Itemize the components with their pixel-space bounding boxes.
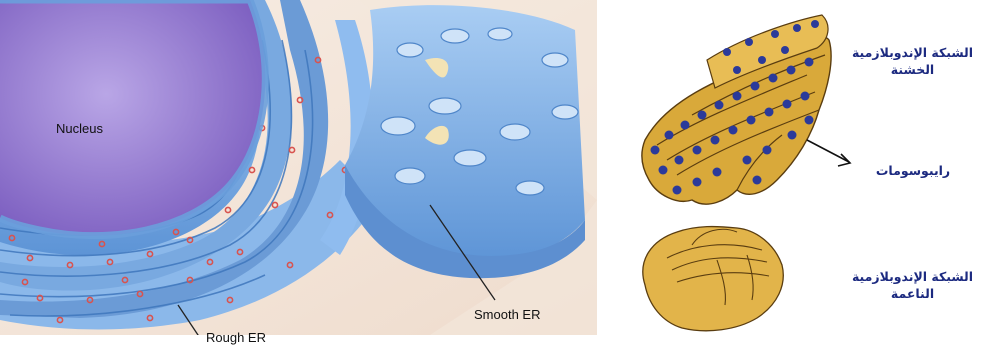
smooth-er-arabic-line1: الشبكة الإندوبلازمية (818, 268, 1007, 285)
smooth-er-arabic-line2: الناعمة (818, 285, 1007, 302)
er-illustration-panel: Nucleus Rough ER Smooth ER (0, 0, 597, 353)
smooth-er-drawing (643, 227, 783, 331)
rough-er-arabic-line2: الخشنة (818, 61, 1007, 78)
rough-er-arabic-line1: الشبكة الإندوبلازمية (818, 44, 1007, 61)
er-illustration (0, 0, 597, 353)
rough-er-label: Rough ER (206, 330, 266, 345)
rough-er-drawing (642, 15, 831, 204)
ribosomes-arabic-label: رايبوسومات (838, 162, 988, 179)
rough-er-arabic-label: الشبكة الإندوبلازمية الخشنة (818, 44, 1007, 78)
nucleus-label: Nucleus (56, 121, 103, 136)
smooth-er-arabic-label: الشبكة الإندوبلازمية الناعمة (818, 268, 1007, 302)
er-arabic-panel: الشبكة الإندوبلازمية الخشنة رايبوسومات ا… (597, 0, 1007, 353)
smooth-er-structure (345, 5, 585, 278)
smooth-er-label: Smooth ER (474, 307, 540, 322)
